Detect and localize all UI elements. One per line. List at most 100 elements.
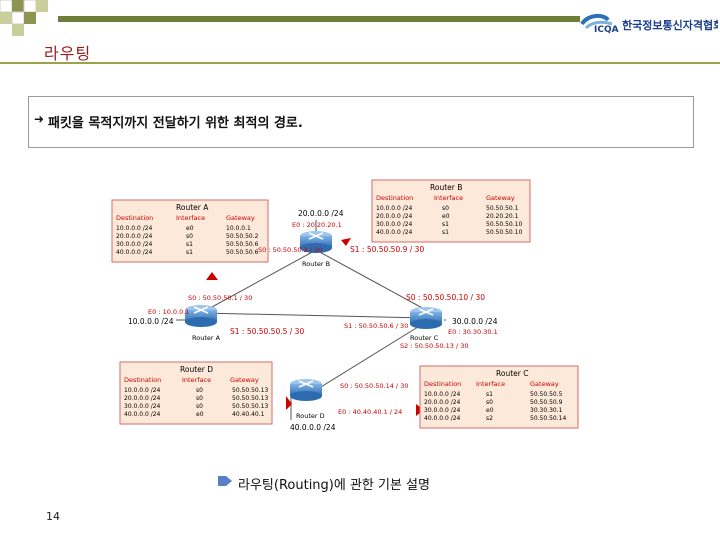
router-a-label: Router A <box>192 334 221 342</box>
router-c-h0: Destination <box>424 380 461 388</box>
router-b-r0c2: 50.50.50.1 <box>486 205 519 212</box>
router-d-h2: Gateway <box>230 376 259 384</box>
caption-arrow-icon <box>218 476 232 486</box>
router-c-r3c1: s2 <box>486 415 493 422</box>
router-b-r0c1: s0 <box>442 205 449 212</box>
router-c-r2c1: e0 <box>486 407 494 414</box>
icqa-logo: ICQA 한국정보통신자격협회 <box>578 10 720 36</box>
router-c-label: Router C <box>410 334 439 342</box>
router-a-r1c1: s0 <box>186 233 193 240</box>
arrow-right-icon <box>286 396 292 410</box>
router-b-r3c1: s1 <box>442 229 449 236</box>
router-d-icon <box>290 379 322 401</box>
bullet-box <box>28 96 694 148</box>
router-d-r2c2: 50.50.50.13 <box>232 403 268 410</box>
link-a-b <box>200 249 317 314</box>
router-d-r1c2: 50.50.50.13 <box>232 395 268 402</box>
router-b-r1c0: 20.0.0.0 /24 <box>376 213 413 220</box>
routing-diagram: Router A Destination Interface Gateway 1… <box>106 160 584 440</box>
router-a-r3c1: s1 <box>186 249 193 256</box>
router-c-e0: E0 : 30.30.30.1 <box>448 328 498 336</box>
router-d-r0c0: 10.0.0.0 /24 <box>124 387 161 394</box>
router-b-icon <box>300 231 332 253</box>
router-d-r3c2: 40.40.40.1 <box>232 411 265 418</box>
router-b-s1: S1 : 50.50.50.9 / 30 <box>350 245 424 254</box>
router-c-table: Router C Destination Interface Gateway 1… <box>419 365 579 429</box>
router-d-r1c1: s0 <box>196 395 203 402</box>
router-c-r3c0: 40.0.0.0 /24 <box>424 415 461 422</box>
router-d-r0c1: s0 <box>196 387 203 394</box>
router-a-r0c1: e0 <box>186 225 194 232</box>
router-b-net: 20.0.0.0 /24 <box>298 209 344 218</box>
router-a-s0: S0 : 50.50.50.1 / 30 <box>188 294 252 302</box>
router-d-h0: Destination <box>124 376 161 384</box>
router-d-h1: Interface <box>182 376 211 384</box>
router-c-net: 30.0.0.0 /24 <box>452 317 498 326</box>
router-d-label: Router D <box>296 412 325 420</box>
router-b-label: Router B <box>302 260 330 268</box>
router-d-r3c0: 40.0.0.0 /24 <box>124 411 161 418</box>
router-b-r3c0: 40.0.0.0 /24 <box>376 229 413 236</box>
router-c-s1: S1 : 50.50.50.6 / 30 <box>344 322 408 330</box>
router-b-r2c2: 50.50.50.10 <box>486 221 522 228</box>
router-c-s2: S2 : 50.50.50.13 / 30 <box>400 342 468 350</box>
logo-icqa-text: ICQA <box>594 25 619 35</box>
router-c-r2c2: 30.30.30.1 <box>530 407 563 414</box>
router-a-title: Router A <box>176 203 209 212</box>
router-c-r1c2: 50.50.50.9 <box>530 399 563 406</box>
router-c-r1c1: s0 <box>486 399 493 406</box>
router-a-table: Router A Destination Interface Gateway 1… <box>111 199 269 263</box>
router-a-r3c0: 40.0.0.0 /24 <box>116 249 153 256</box>
router-a-r1c2: 50.50.50.2 <box>226 233 259 240</box>
title-underline <box>0 62 720 64</box>
link-c-d <box>315 321 427 391</box>
router-a-h0: Destination <box>116 214 153 222</box>
router-a-r0c0: 10.0.0.0 /24 <box>116 225 153 232</box>
router-b-h1: Interface <box>434 194 463 202</box>
router-d-table: Router D Destination Interface Gateway 1… <box>119 361 273 425</box>
checker-decoration <box>0 0 48 36</box>
router-d-net: 40.0.0.0 /24 <box>290 423 336 432</box>
router-a-e0: E0 : 10.0.0.1 <box>148 308 189 316</box>
router-a-net: 10.0.0.0 /24 <box>128 317 174 326</box>
arrow-up-icon <box>206 272 218 280</box>
router-a-r2c2: 50.50.50.6 <box>226 241 259 248</box>
router-c-r0c1: s1 <box>486 391 493 398</box>
router-a-r0c2: 10.0.0.1 <box>226 225 251 232</box>
router-b-h0: Destination <box>376 194 413 202</box>
router-a-s1: S1 : 50.50.50.5 / 30 <box>230 327 304 336</box>
link-a-c <box>200 312 427 319</box>
router-c-r0c0: 10.0.0.0 /24 <box>424 391 461 398</box>
router-b-h2: Gateway <box>486 194 515 202</box>
router-c-h1: Interface <box>476 380 505 388</box>
arrow-right-icon <box>341 238 351 246</box>
router-b-r1c2: 20.20.20.1 <box>486 213 519 220</box>
router-b-s0: S0 : 50.50.50.2 / 30 <box>258 246 322 254</box>
router-d-r0c2: 50.50.50.13 <box>232 387 268 394</box>
router-c-s0: S0 : 50.50.50.10 / 30 <box>406 293 485 302</box>
router-d-r1c0: 20.0.0.0 /24 <box>124 395 161 402</box>
page-number: 14 <box>46 510 60 523</box>
router-c-r2c0: 30.0.0.0 /24 <box>424 407 461 414</box>
router-a-h2: Gateway <box>226 214 255 222</box>
bullet-arrow-icon: ➜ <box>34 112 45 126</box>
router-b-title: Router B <box>430 183 462 192</box>
router-d-r2c0: 30.0.0.0 /24 <box>124 403 161 410</box>
router-a-icon <box>185 305 217 327</box>
router-a-h1: Interface <box>176 214 205 222</box>
logo-korean-text: 한국정보통신자격협회 <box>622 18 718 32</box>
link-b-c <box>315 249 427 311</box>
router-b-r2c1: s1 <box>442 221 449 228</box>
router-a-r2c0: 30.0.0.0 /24 <box>116 241 153 248</box>
router-d-e0: E0 : 40.40.40.1 / 24 <box>338 408 402 416</box>
router-b-r1c1: e0 <box>442 213 450 220</box>
header-rule <box>58 16 580 22</box>
bullet-text: 패킷을 목적지까지 전달하기 위한 최적의 경로. <box>48 116 303 131</box>
router-c-icon <box>410 307 442 329</box>
router-c-r0c2: 50.50.50.5 <box>530 391 563 398</box>
router-d-title: Router D <box>180 365 213 374</box>
router-c-r1c0: 20.0.0.0 /24 <box>424 399 461 406</box>
router-c-r3c2: 50.50.50.14 <box>530 415 566 422</box>
router-b-e0: E0 : 20.20.20.1 <box>292 221 342 229</box>
router-d-r3c1: e0 <box>196 411 204 418</box>
